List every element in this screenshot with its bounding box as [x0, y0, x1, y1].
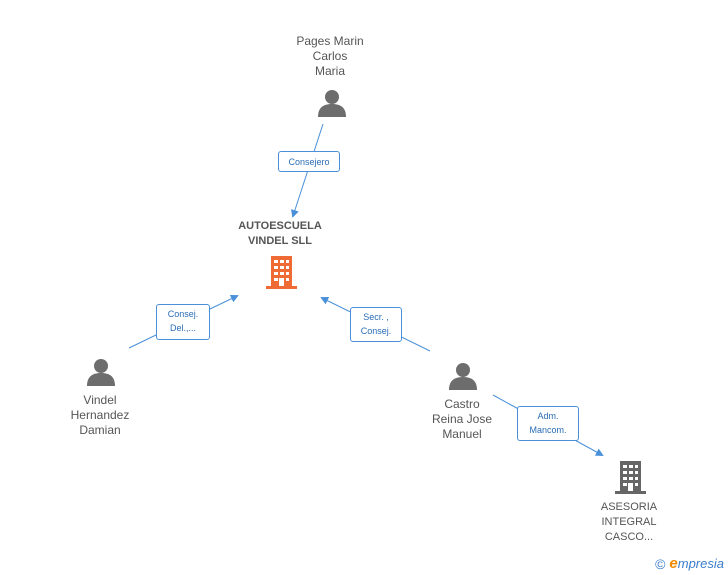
- node-label-autoescuela[interactable]: AUTOESCUELA VINDEL SLL: [220, 219, 340, 249]
- brand-logo-letter: e: [669, 555, 678, 572]
- node-label-asesoria[interactable]: ASESORIA INTEGRAL CASCO...: [584, 500, 674, 545]
- edge-label-adm-mancom[interactable]: Adm. Mancom.: [517, 406, 579, 441]
- node-label-line: Pages Marin: [296, 34, 364, 48]
- node-label-line: Damian: [79, 423, 121, 437]
- node-label-line: Vindel: [83, 393, 117, 407]
- edge-label-consejero[interactable]: Consejero: [278, 151, 340, 172]
- edge-label-secr-consej[interactable]: Secr. , Consej.: [350, 307, 402, 342]
- person-icon[interactable]: [449, 363, 477, 390]
- node-label-line: AUTOESCUELA: [238, 220, 322, 232]
- node-label-line: Manuel: [442, 427, 482, 441]
- node-label-line: Castro: [444, 397, 480, 411]
- node-label-castro[interactable]: Castro Reina Jose Manuel: [412, 397, 512, 442]
- edge-label-consej-del[interactable]: Consej. Del.,...: [156, 304, 210, 340]
- node-label-line: Carlos: [312, 49, 348, 63]
- edge-label-line: Consejero: [288, 157, 330, 167]
- node-label-line: Maria: [314, 64, 345, 78]
- node-label-line: ASESORIA: [600, 501, 658, 513]
- edge-label-line: Mancom.: [529, 425, 567, 435]
- person-icon[interactable]: [318, 90, 346, 117]
- building-icon[interactable]: [615, 461, 646, 494]
- node-label-line: VINDEL SLL: [248, 235, 312, 247]
- node-label-line: Reina Jose: [431, 412, 493, 426]
- node-label-line: CASCO...: [604, 531, 654, 543]
- node-label-pages-marin[interactable]: Pages Marin Carlos Maria: [272, 34, 388, 79]
- edge-label-line: Adm.: [537, 411, 559, 421]
- person-icon[interactable]: [87, 359, 115, 386]
- edge-label-line: Secr. ,: [363, 312, 389, 322]
- node-label-line: INTEGRAL: [601, 516, 657, 528]
- edge-label-line: Consej.: [167, 309, 199, 319]
- copyright-icon: ©: [655, 555, 666, 572]
- node-label-vindel[interactable]: Vindel Hernandez Damian: [50, 393, 150, 438]
- node-label-line: Hernandez: [70, 408, 130, 422]
- edge-label-line: Consej.: [360, 326, 392, 336]
- brand-logo-text: mpresia: [677, 556, 724, 571]
- building-icon[interactable]: [266, 256, 297, 289]
- edge-label-line: Del.,...: [169, 323, 196, 333]
